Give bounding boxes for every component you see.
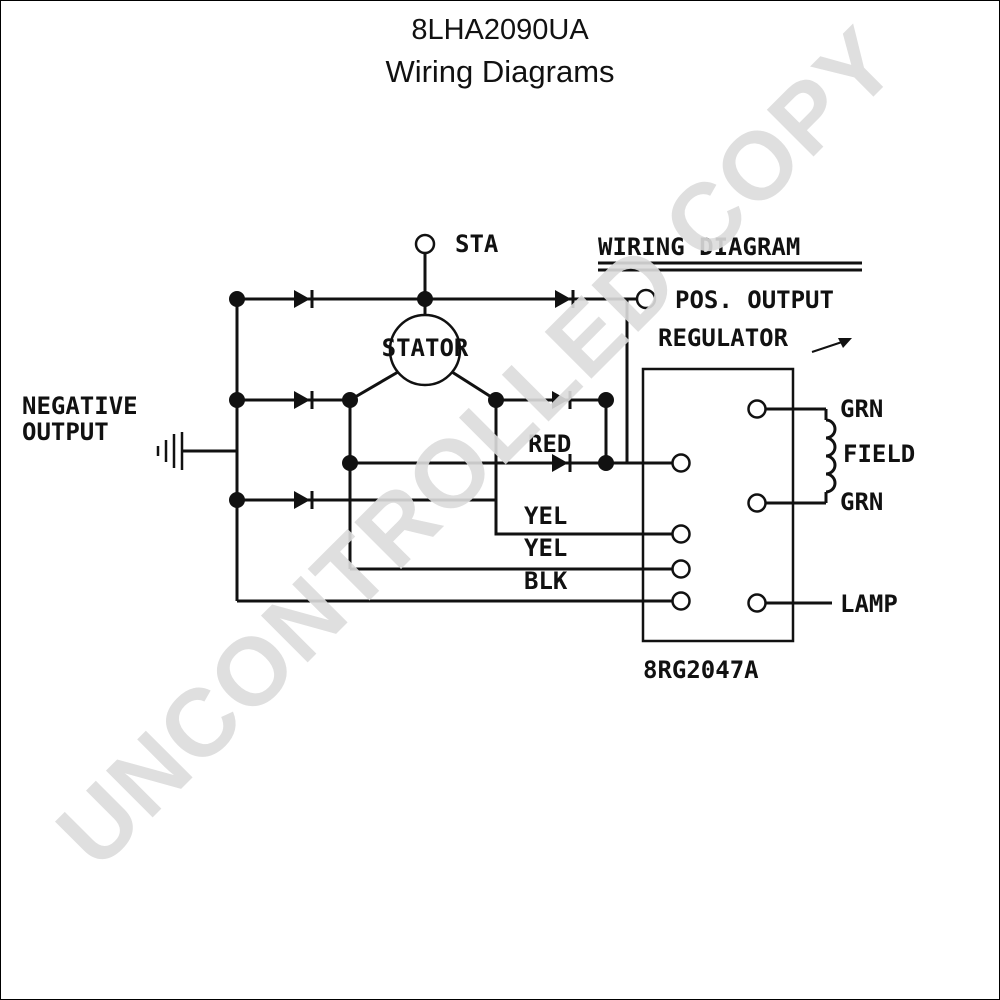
regulator-terminal-red xyxy=(671,453,691,473)
uncontrolled-copy-watermark: UNCONTROLLED COPY xyxy=(37,7,917,887)
junction-dot xyxy=(598,392,614,408)
negative-output-label-1: NEGATIVE xyxy=(22,392,138,420)
regulator-terminal-yel-2 xyxy=(671,559,691,579)
junction-dot xyxy=(229,492,245,508)
grn-label-1: GRN xyxy=(840,395,883,423)
junction-dot xyxy=(598,455,614,471)
junction-dot xyxy=(417,291,433,307)
junction-dot xyxy=(229,291,245,307)
junction-dot xyxy=(342,455,358,471)
red-label: RED xyxy=(528,430,571,458)
field-label: FIELD xyxy=(843,440,915,468)
junction-dot xyxy=(342,392,358,408)
ground-symbol xyxy=(156,432,237,470)
junction-dot xyxy=(488,392,504,408)
diode-top-left xyxy=(294,290,314,308)
stator-right-wire xyxy=(451,370,497,402)
blk-label: BLK xyxy=(524,567,568,595)
diode-middle-left xyxy=(294,391,314,409)
regulator-terminal-grn-1 xyxy=(747,399,767,419)
negative-output-label-2: OUTPUT xyxy=(22,418,109,446)
regulator-terminal-grn-2 xyxy=(747,493,767,513)
regulator-terminal-yel-1 xyxy=(671,524,691,544)
stator-label: STATOR xyxy=(382,334,469,362)
regulator-arrow-head xyxy=(838,338,852,348)
diagram-heading: WIRING DIAGRAM xyxy=(598,233,800,261)
diode-middle-right xyxy=(552,391,572,409)
regulator-box xyxy=(641,367,795,643)
sta-label: STA xyxy=(455,230,499,258)
stator-circle xyxy=(388,313,462,387)
regulator-label: REGULATOR xyxy=(658,324,789,352)
diode-bottom-left xyxy=(294,491,314,509)
junction-dot xyxy=(229,392,245,408)
yel-label-2: YEL xyxy=(524,534,567,562)
regulator-terminal-lamp xyxy=(747,593,767,613)
sta-terminal xyxy=(414,233,436,255)
page-subtitle: Wiring Diagrams xyxy=(385,54,615,89)
regulator-terminal-blk xyxy=(671,591,691,611)
field-coil xyxy=(825,418,837,494)
regulator-part-number: 8RG2047A xyxy=(643,656,759,684)
pos-output-label: POS. OUTPUT xyxy=(675,286,834,314)
part-number-title: 8LHA2090UA xyxy=(411,14,589,46)
pos-output-terminal xyxy=(635,288,657,310)
yel-label-1: YEL xyxy=(524,502,567,530)
stator-left-wire xyxy=(349,370,399,402)
grn-label-2: GRN xyxy=(840,488,883,516)
lamp-label: LAMP xyxy=(840,590,898,618)
yel-wire-1 xyxy=(494,400,672,536)
diode-top-right xyxy=(555,290,575,308)
diode-red xyxy=(552,454,572,472)
